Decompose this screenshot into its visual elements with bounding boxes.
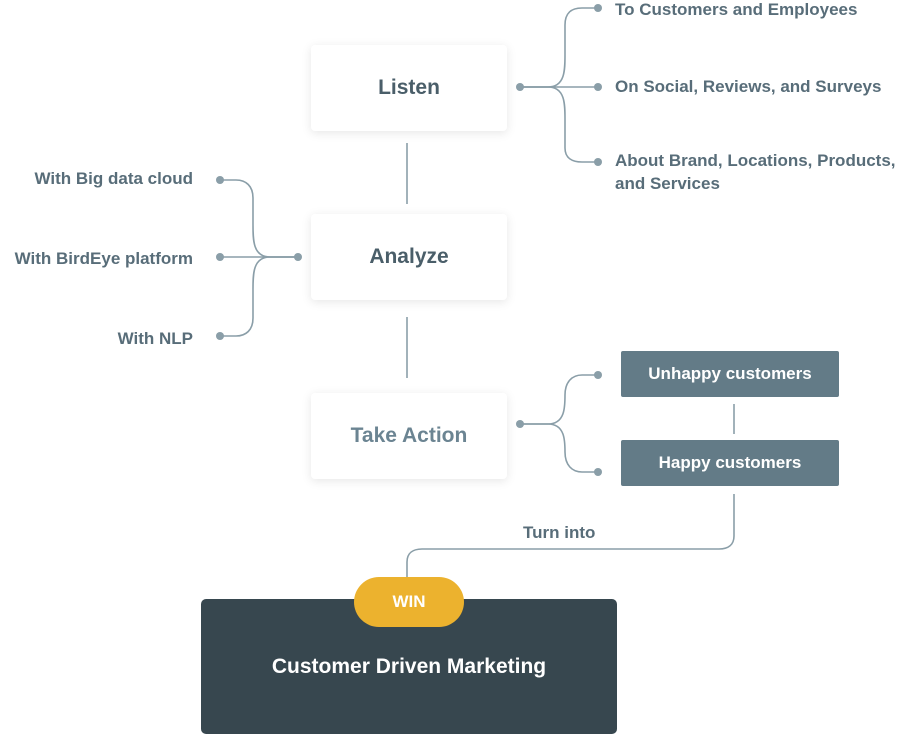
customer-driven-marketing-label: Customer Driven Marketing — [271, 654, 547, 678]
take-action-label: Take Action — [350, 424, 468, 447]
analyze-branch-big-data: With Big data cloud — [34, 169, 193, 188]
happy-customers-label: Happy customers — [658, 453, 802, 472]
listen-branch-customers: To Customers and Employees — [615, 0, 858, 19]
analyze-card: Analyze — [311, 214, 507, 300]
listen-branch-brand-line1: About Brand, Locations, Products, — [615, 151, 896, 170]
turn-into-label: Turn into — [523, 523, 596, 542]
listen-branch-brand-line2: and Services — [615, 174, 720, 193]
listen-label: Listen — [378, 76, 440, 99]
win-label: WIN — [392, 592, 426, 611]
listen-branch-channels: On Social, Reviews, and Surveys — [615, 77, 882, 96]
unhappy-customers-box: Unhappy customers — [621, 351, 839, 397]
analyze-label: Analyze — [369, 245, 449, 268]
listen-branch-brand: About Brand, Locations, Products, and Se… — [615, 149, 896, 195]
take-action-card: Take Action — [311, 393, 507, 479]
happy-customers-box: Happy customers — [621, 440, 839, 486]
win-badge: WIN — [354, 577, 464, 627]
analyze-branch-birdeye: With BirdEye platform — [14, 249, 193, 268]
unhappy-customers-label: Unhappy customers — [648, 364, 812, 383]
listen-card: Listen — [311, 45, 507, 131]
analyze-branch-nlp: With NLP — [117, 329, 193, 348]
